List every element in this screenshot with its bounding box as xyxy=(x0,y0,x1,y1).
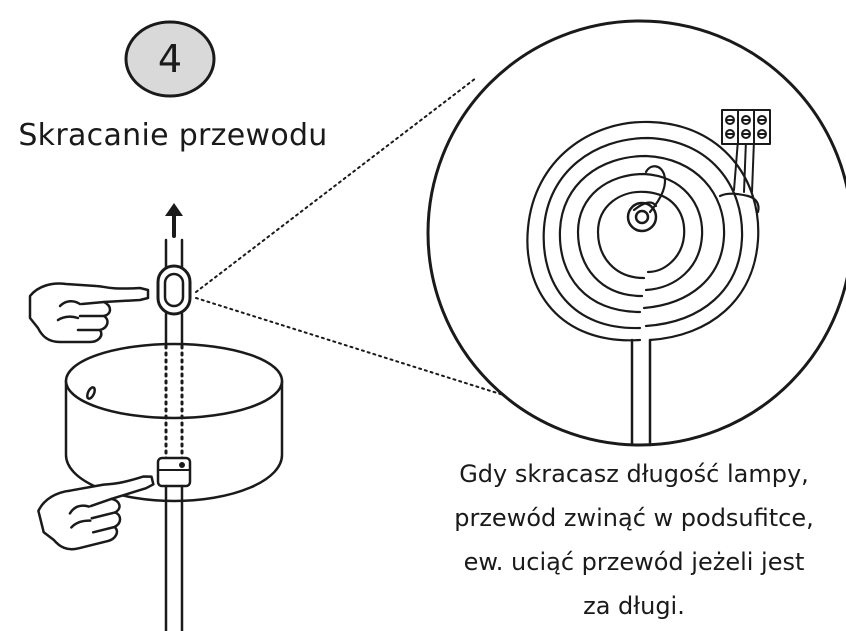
terminal-block-icon xyxy=(721,109,771,145)
step-number: 4 xyxy=(157,37,183,81)
pointing-hand-icon xyxy=(28,282,150,344)
step-title: Skracanie przewodu xyxy=(18,118,328,153)
cable-middle xyxy=(164,312,184,348)
cable-upper xyxy=(164,238,184,272)
step-badge xyxy=(124,20,216,98)
up-arrow-icon xyxy=(165,203,183,238)
caption-line: Gdy skracasz długość lampy, xyxy=(459,460,809,488)
caption-line: ew. uciąć przewód jeżeli jest xyxy=(463,548,805,576)
hidden-cable xyxy=(164,344,184,464)
zoom-leader-lines xyxy=(195,77,533,405)
cable-clamp xyxy=(156,264,192,316)
ceiling-canopy xyxy=(64,342,284,503)
caption-line: przewód zwinąć w podsufitce, xyxy=(454,504,814,532)
instruction-caption: Gdy skracasz długość lampy, przewód zwin… xyxy=(424,452,844,628)
cable-lower xyxy=(164,484,184,631)
coiled-cable xyxy=(526,120,760,342)
zoom-detail-circle xyxy=(426,19,846,447)
cable-grip xyxy=(156,456,192,488)
canopy-screw-hole xyxy=(86,386,96,400)
pointing-hand-icon xyxy=(37,475,155,551)
caption-line: za długi. xyxy=(583,592,685,620)
center-grommet xyxy=(626,201,658,233)
